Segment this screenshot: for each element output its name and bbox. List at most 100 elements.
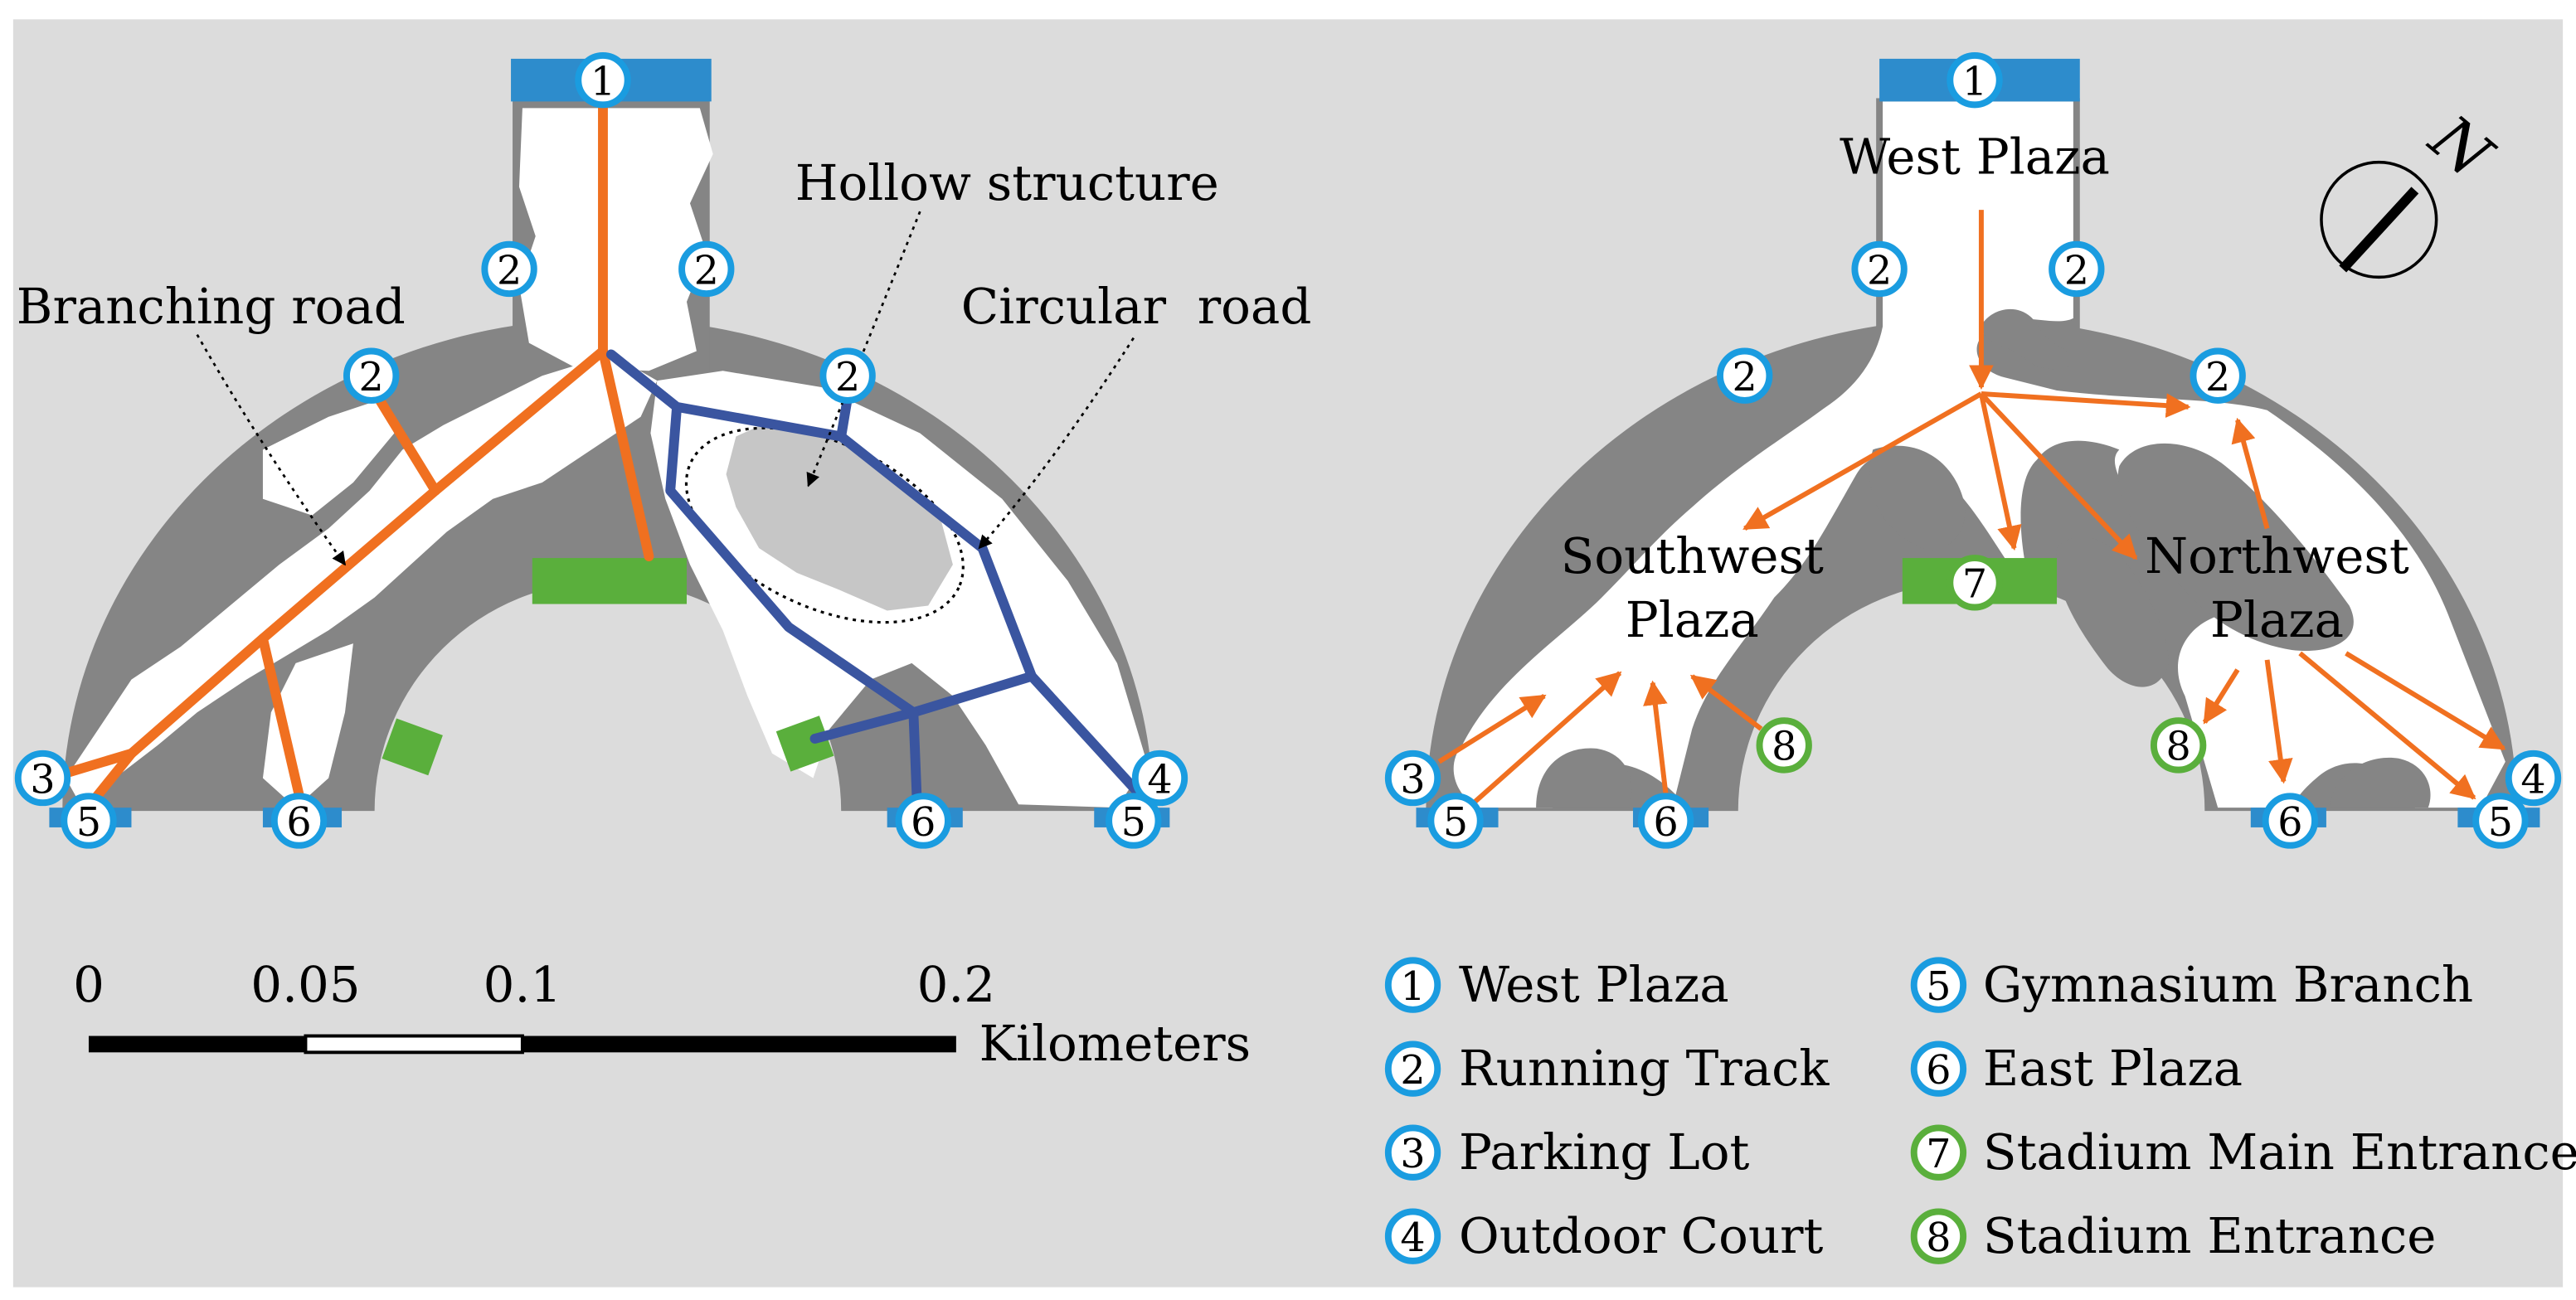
svg-text:4: 4 [2520,757,2545,803]
svg-text:3: 3 [1400,1132,1425,1177]
svg-text:East Plaza: East Plaza [1983,1040,2243,1098]
svg-text:1: 1 [591,59,615,104]
legend-item: 2 Running Track [1384,1040,1830,1098]
node-6-marker: 6 [895,793,951,849]
southwest-plaza-label: Plaza [1626,592,1759,649]
node-5-marker: 5 [61,793,117,849]
node-2-marker: 2 [819,347,876,404]
node-3-marker: 3 [1384,749,1441,807]
legend-item: 4 Outdoor Court [1384,1208,1824,1265]
svg-text:Stadium Entrance: Stadium Entrance [1983,1208,2437,1265]
left-entrance-east [775,715,834,772]
left-main-entrance [532,558,688,604]
node-2-marker: 2 [678,240,735,298]
svg-text:6: 6 [286,800,311,846]
scale-tick-label: 0.2 [917,957,995,1014]
svg-text:2: 2 [1867,248,1892,293]
branching-road-label: Branching road [17,279,406,336]
svg-text:2: 2 [694,248,719,293]
legend-item: 6 East Plaza [1910,1040,2243,1098]
svg-text:Running Track: Running Track [1459,1040,1830,1098]
node-5-marker: 5 [1427,793,1484,849]
legend-item: 8 Stadium Entrance [1910,1208,2437,1265]
hollow-structure-label: Hollow structure [795,155,1219,212]
svg-text:8: 8 [2166,725,2191,770]
right-map: West Plaza Southwest Plaza Northwest Pla… [1384,51,2562,849]
svg-text:2: 2 [835,355,860,400]
right-node-markers: 1 2 2 2 2 7 8 8 3 5 6 6 4 5 [1384,51,2562,849]
hollow-structure [726,420,953,611]
svg-text:Parking Lot: Parking Lot [1459,1124,1750,1181]
svg-text:6: 6 [1926,1048,1951,1094]
scale-tick-label: 0.1 [484,957,561,1014]
node-4-marker: 4 [1131,749,1188,807]
svg-text:1: 1 [1962,59,1987,104]
scale-segment [88,1036,306,1053]
svg-text:5: 5 [2488,800,2513,846]
node-6-marker: 6 [2262,793,2319,849]
southwest-plaza-label: Southwest [1561,528,1824,585]
node-8-marker: 8 [1756,717,1812,774]
svg-text:2: 2 [2205,355,2230,400]
svg-text:5: 5 [1926,964,1951,1010]
node-2-marker: 2 [2190,347,2246,404]
node-2-marker: 2 [2049,240,2105,298]
node-6-marker: 6 [1637,793,1694,849]
legend-item: 3 Parking Lot [1384,1124,1750,1181]
svg-text:2: 2 [1733,355,1757,400]
scale-tick-label: 0.05 [250,957,360,1014]
svg-text:2: 2 [359,355,384,400]
svg-text:6: 6 [2277,800,2302,846]
svg-text:5: 5 [1443,800,1468,846]
svg-text:5: 5 [1121,800,1146,846]
right-building-islands [1536,308,2431,808]
scale-segment [522,1036,956,1053]
left-node-markers: 1 2 2 2 2 3 5 6 6 4 5 [14,51,1188,849]
node-2-marker: 2 [343,347,400,404]
svg-text:6: 6 [1653,800,1678,846]
scale-unit-label: Kilometers [979,1016,1252,1073]
west-plaza-label: West Plaza [1840,129,2110,187]
flow-arrows [1437,210,2506,807]
scale-segment [304,1034,524,1055]
svg-text:2: 2 [497,248,522,293]
svg-text:8: 8 [1772,725,1796,770]
northwest-plaza-label: Northwest [2145,528,2409,585]
legend: 1 West Plaza 2 Running Track 3 Parking L… [1384,957,2576,1265]
scale-bar: 0 0.05 0.1 0.2 Kilometers [73,957,1251,1073]
svg-text:3: 3 [1400,757,1425,803]
node-4-marker: 4 [2505,749,2562,807]
svg-text:2: 2 [1400,1048,1425,1094]
svg-text:4: 4 [1400,1215,1425,1261]
svg-text:West Plaza: West Plaza [1459,957,1729,1014]
svg-text:6: 6 [911,800,936,846]
circular-road-label: Circular road [961,279,1312,336]
svg-text:Outdoor Court: Outdoor Court [1459,1208,1824,1265]
legend-item: 5 Gymnasium Branch [1910,957,2473,1014]
node-6-marker: 6 [270,793,328,849]
left-map: Hollow structure Branching road Circular… [14,51,1312,849]
svg-text:4: 4 [1147,757,1172,803]
node-1-marker: 1 [575,51,631,109]
svg-text:7: 7 [1962,562,1987,608]
svg-text:3: 3 [30,757,55,803]
legend-item: 7 Stadium Main Entrance [1910,1124,2576,1181]
node-8-marker: 8 [2150,717,2207,774]
node-2-marker: 2 [481,240,537,298]
annotation-pointers [196,211,1135,566]
svg-text:Stadium Main Entrance: Stadium Main Entrance [1983,1124,2576,1181]
svg-text:Gymnasium Branch: Gymnasium Branch [1983,957,2473,1014]
node-2-marker: 2 [1851,240,1908,298]
node-5-marker: 5 [2472,793,2529,849]
legend-item: 1 West Plaza [1384,957,1729,1014]
branching-road-network [44,96,654,810]
node-1-marker: 1 [1947,51,2003,109]
svg-text:2: 2 [2064,248,2089,293]
svg-text:7: 7 [1926,1132,1951,1177]
svg-text:1: 1 [1400,964,1425,1010]
svg-text:5: 5 [76,800,101,846]
northwest-plaza-label: Plaza [2210,592,2344,649]
node-7-marker: 7 [1947,555,2003,611]
scale-tick-label: 0 [73,957,104,1014]
